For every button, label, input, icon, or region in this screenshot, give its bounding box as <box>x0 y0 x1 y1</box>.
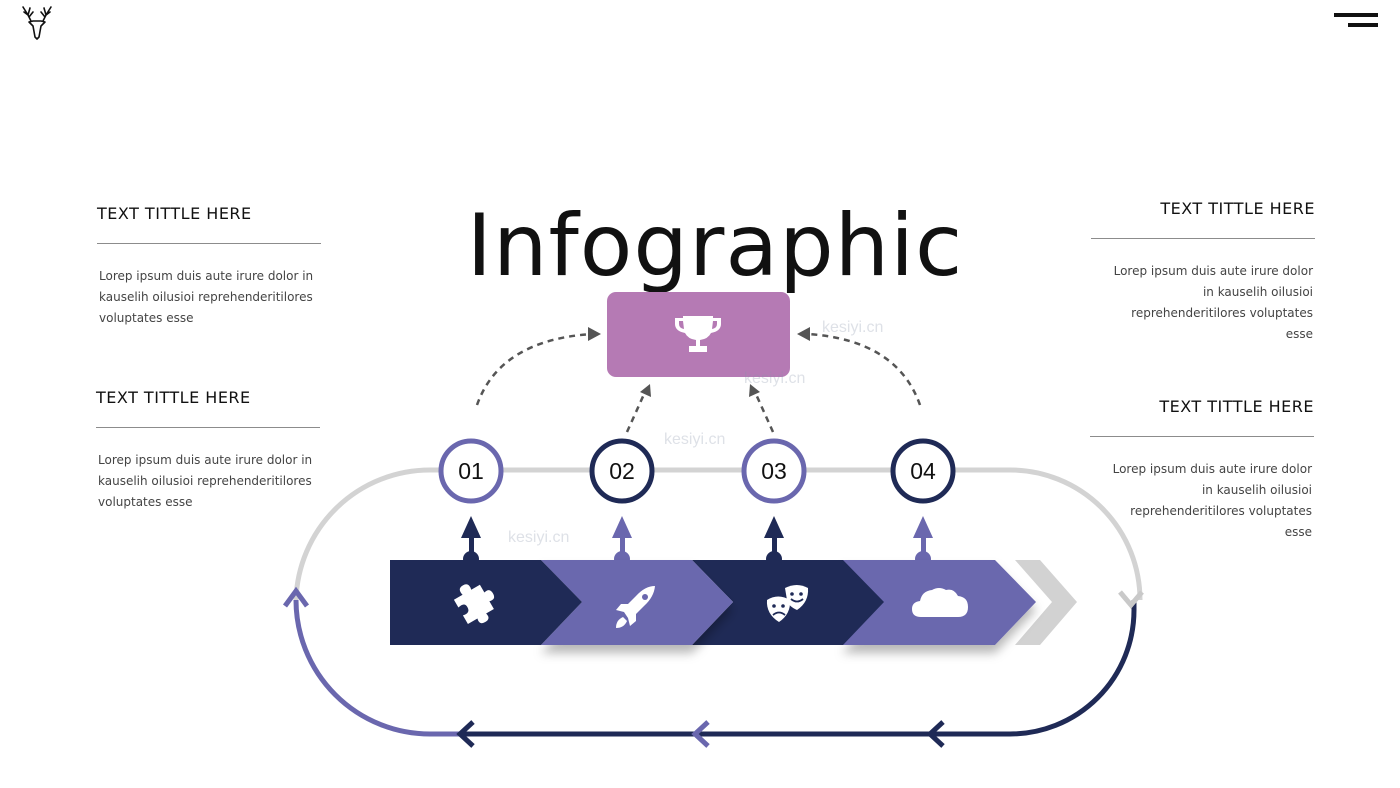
watermark-text: kesiyi.cn <box>664 431 725 448</box>
step-number: 01 <box>458 458 484 484</box>
chevron-ghost <box>1015 560 1077 645</box>
cloud-icon <box>912 588 968 617</box>
step-number: 02 <box>609 458 635 484</box>
step-circle-02: 02 <box>589 438 655 504</box>
block-heading: TEXT TITTLE HERE <box>96 388 320 428</box>
block-body: Lorep ipsum duis aute irure dolor in kau… <box>1112 462 1312 539</box>
rocket-icon <box>616 586 655 628</box>
block-body: Lorep ipsum duis aute irure dolor in kau… <box>1113 264 1313 341</box>
step-circle-01: 01 <box>438 438 504 504</box>
step-circle-03: 03 <box>741 438 807 504</box>
theater-masks-icon <box>766 585 809 622</box>
chevron-band <box>390 560 1077 645</box>
block-body: Lorep ipsum duis aute irure dolor in kau… <box>99 269 314 325</box>
deer-logo-icon <box>22 6 52 40</box>
text-block-left-top: TEXT TITTLE HERE Lorep ipsum duis aute i… <box>97 204 321 329</box>
track-arrow-left-icon <box>926 720 945 748</box>
text-block-right-top: TEXT TITTLE HERE Lorep ipsum duis aute i… <box>1091 199 1315 345</box>
dashed-arrows <box>475 332 922 433</box>
block-heading: TEXT TITTLE HERE <box>97 204 321 244</box>
track-arrow-up-icon <box>282 586 310 608</box>
page-title: Infographic <box>466 195 964 296</box>
dashed-arrow-heads <box>588 327 810 397</box>
track-arrow-down-icon <box>1118 590 1144 609</box>
step-circle-04: 04 <box>890 438 956 504</box>
watermark-text: kesiyi.cn <box>822 319 883 336</box>
track-arrow-left-icon <box>456 720 475 748</box>
menu-icon[interactable] <box>1334 13 1378 33</box>
block-heading: TEXT TITTLE HERE <box>1090 397 1314 437</box>
block-body: Lorep ipsum duis aute irure dolor in kau… <box>98 453 313 509</box>
step-number: 03 <box>761 458 787 484</box>
loop-track <box>293 467 1143 737</box>
puzzle-icon <box>453 584 495 624</box>
text-block-right-bottom: TEXT TITTLE HERE Lorep ipsum duis aute i… <box>1090 397 1314 543</box>
step-number: 04 <box>910 458 936 484</box>
text-block-left-bottom: TEXT TITTLE HERE Lorep ipsum duis aute i… <box>96 388 320 513</box>
watermark-text: kesiyi.cn <box>508 529 569 546</box>
track-arrow-left-icon <box>691 720 710 748</box>
block-heading: TEXT TITTLE HERE <box>1091 199 1315 239</box>
trophy-icon <box>675 316 721 352</box>
watermarks: kesiyi.cn kesiyi.cn kesiyi.cn kesiyi.cn <box>508 319 883 546</box>
watermark-text: kesiyi.cn <box>744 370 805 387</box>
